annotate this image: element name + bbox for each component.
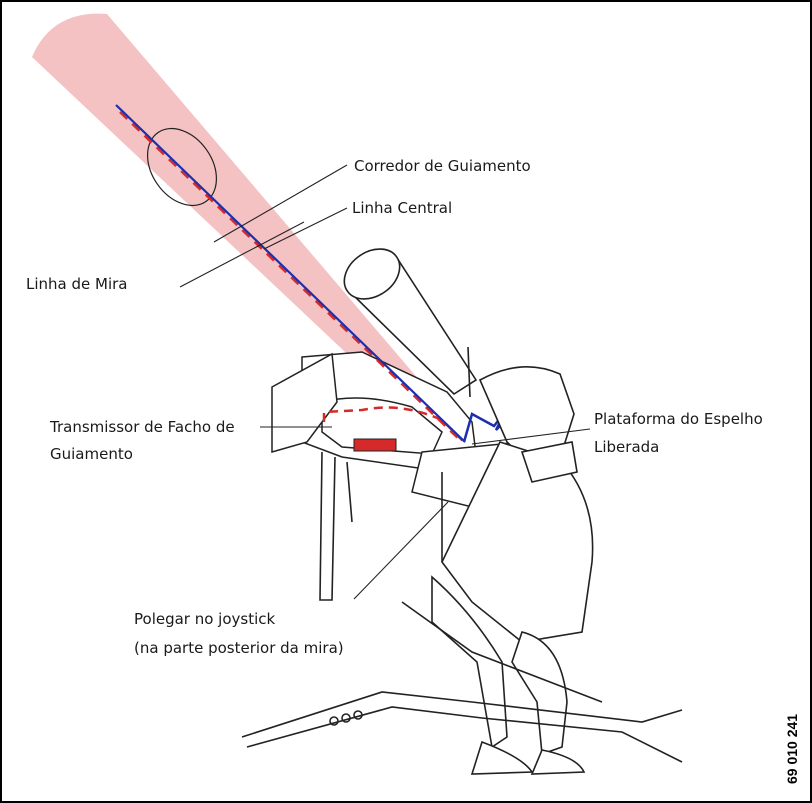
label-polegar-1: Polegar no joystick: [134, 607, 275, 631]
label-transmissor-1: Transmissor de Facho de: [50, 415, 235, 439]
label-plataforma-2: Liberada: [594, 435, 659, 459]
reference-number: 69 010 241: [784, 714, 800, 784]
label-polegar-2: (na parte posterior da mira): [134, 636, 344, 660]
label-plataforma-1: Plataforma do Espelho: [594, 407, 763, 431]
transmitter-block: [354, 439, 396, 451]
label-linha-mira: Linha de Mira: [26, 272, 127, 296]
label-transmissor-2: Guiamento: [50, 442, 133, 466]
label-linha-central: Linha Central: [352, 196, 452, 220]
label-corredor: Corredor de Guiamento: [354, 154, 531, 178]
